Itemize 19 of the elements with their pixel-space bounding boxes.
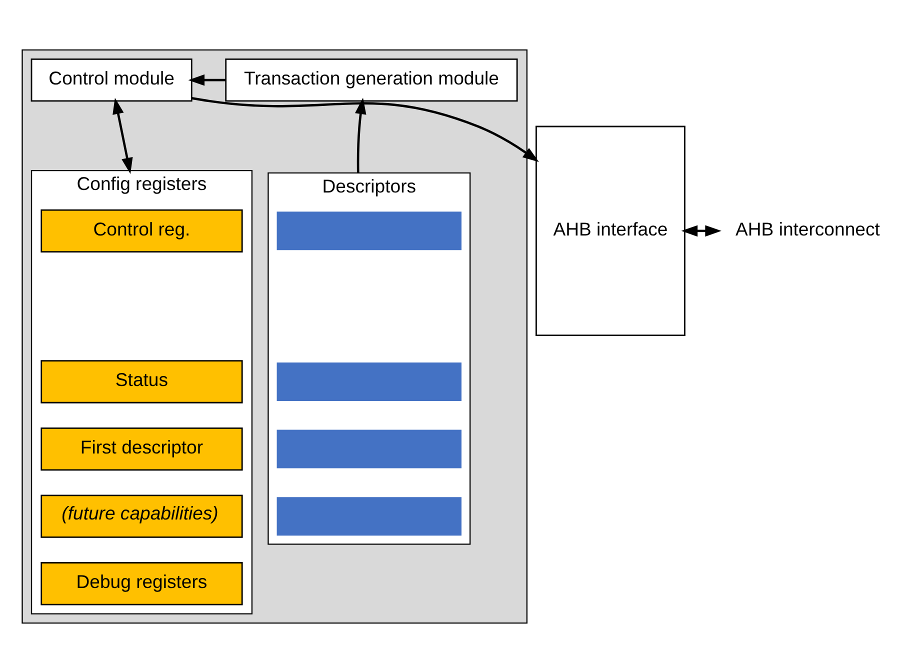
node-box: AHB interface [536, 125, 686, 336]
cluster: Descriptors [268, 172, 471, 544]
node-box: Status [40, 360, 243, 403]
node-box: First descriptor [40, 426, 243, 470]
node-bar [276, 211, 462, 250]
arrow [112, 97, 133, 174]
node-bar [276, 362, 462, 400]
node-box: (future capabilities) [40, 494, 243, 538]
node-box: Control module [30, 58, 192, 102]
node-box: Control reg. [40, 208, 243, 252]
arrow [681, 224, 722, 236]
node-text: AHB interconnect [736, 218, 880, 239]
arrow [188, 74, 226, 86]
arrow [355, 97, 366, 172]
node-bar [276, 496, 462, 536]
node-box: Transaction generation module [225, 58, 518, 102]
node-box: Debug registers [40, 562, 243, 605]
arrow [192, 96, 539, 162]
node-bar [276, 429, 462, 468]
